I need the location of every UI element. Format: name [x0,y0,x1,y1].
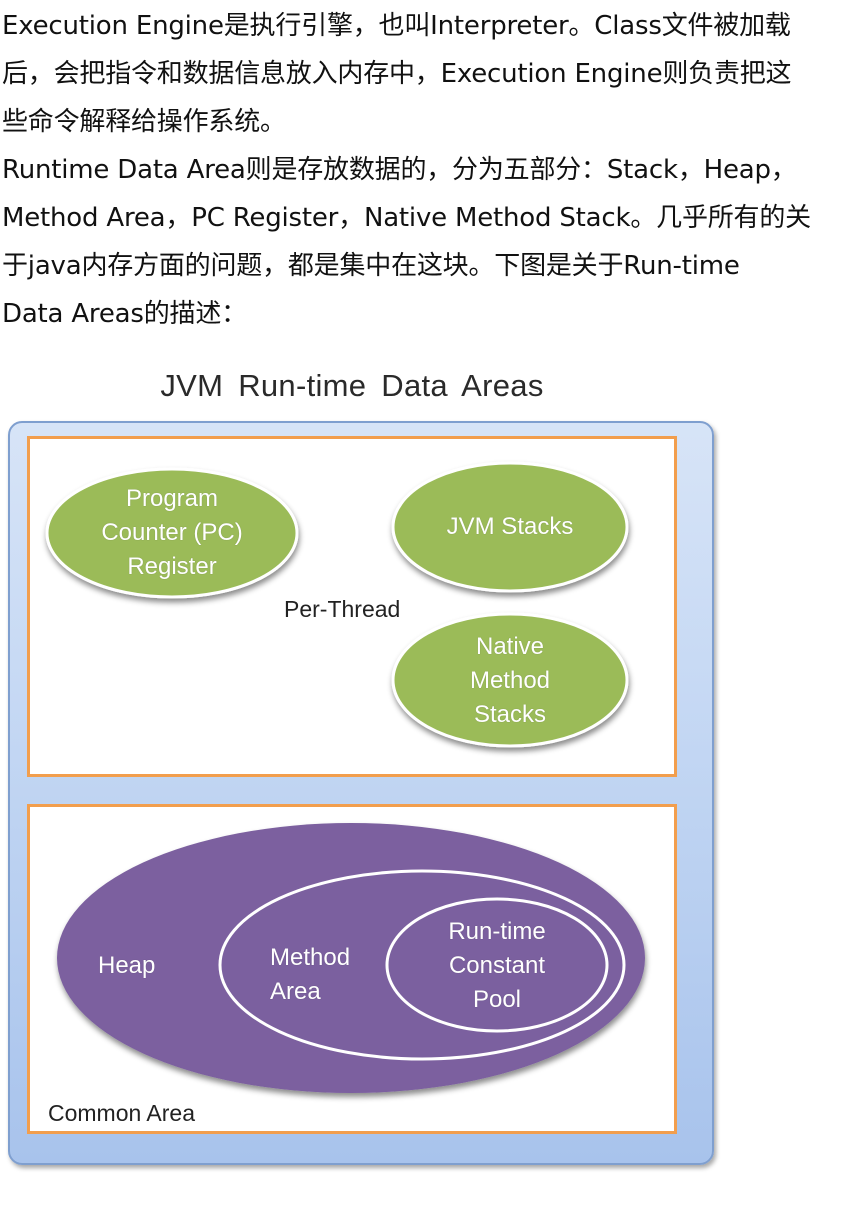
text-line: Method Area，PC Register，Native Method St… [2,203,811,233]
text-line: 些命令解释给操作系统。 [2,107,286,137]
native-method-stacks-label: Native Method Stacks [469,633,551,728]
method-area-label: Method Area [270,944,351,1005]
jvm-stacks-label: JVM Stacks [446,513,574,540]
pc-register-ellipse [45,467,299,599]
text-line: 于java内存方面的问题，都是集中在这块。下图是关于Run-time [2,251,740,281]
common-area-label: Common Area [48,1100,196,1126]
intro-paragraph-runtime-data-area: Runtime Data Area则是存放数据的，分为五部分：Stack，Hea… [2,146,864,338]
text-line: 后，会把指令和数据信息放入内存中，Execution Engine则负责把这 [2,59,792,89]
intro-paragraph-execution-engine: Execution Engine是执行引擎，也叫Interpreter。Clas… [2,2,864,146]
text-line: Runtime Data Area则是存放数据的，分为五部分：Stack，Hea… [2,155,797,185]
constant-pool-ellipse [385,897,609,1033]
pc-register-label: Program Counter (PC) Register [101,485,243,580]
jvm-stacks-ellipse [391,461,629,593]
diagram-title: JVM Run-time Data Areas [160,368,544,403]
heap-label: Heap [98,952,156,979]
constant-pool-label: Run-time Constant Pool [448,918,546,1013]
native-method-stacks-ellipse [391,612,629,748]
text-line: Data Areas的描述： [2,299,247,329]
text-line: Execution Engine是执行引擎，也叫Interpreter。Clas… [2,11,791,41]
per-thread-label: Per-Thread [284,596,401,622]
